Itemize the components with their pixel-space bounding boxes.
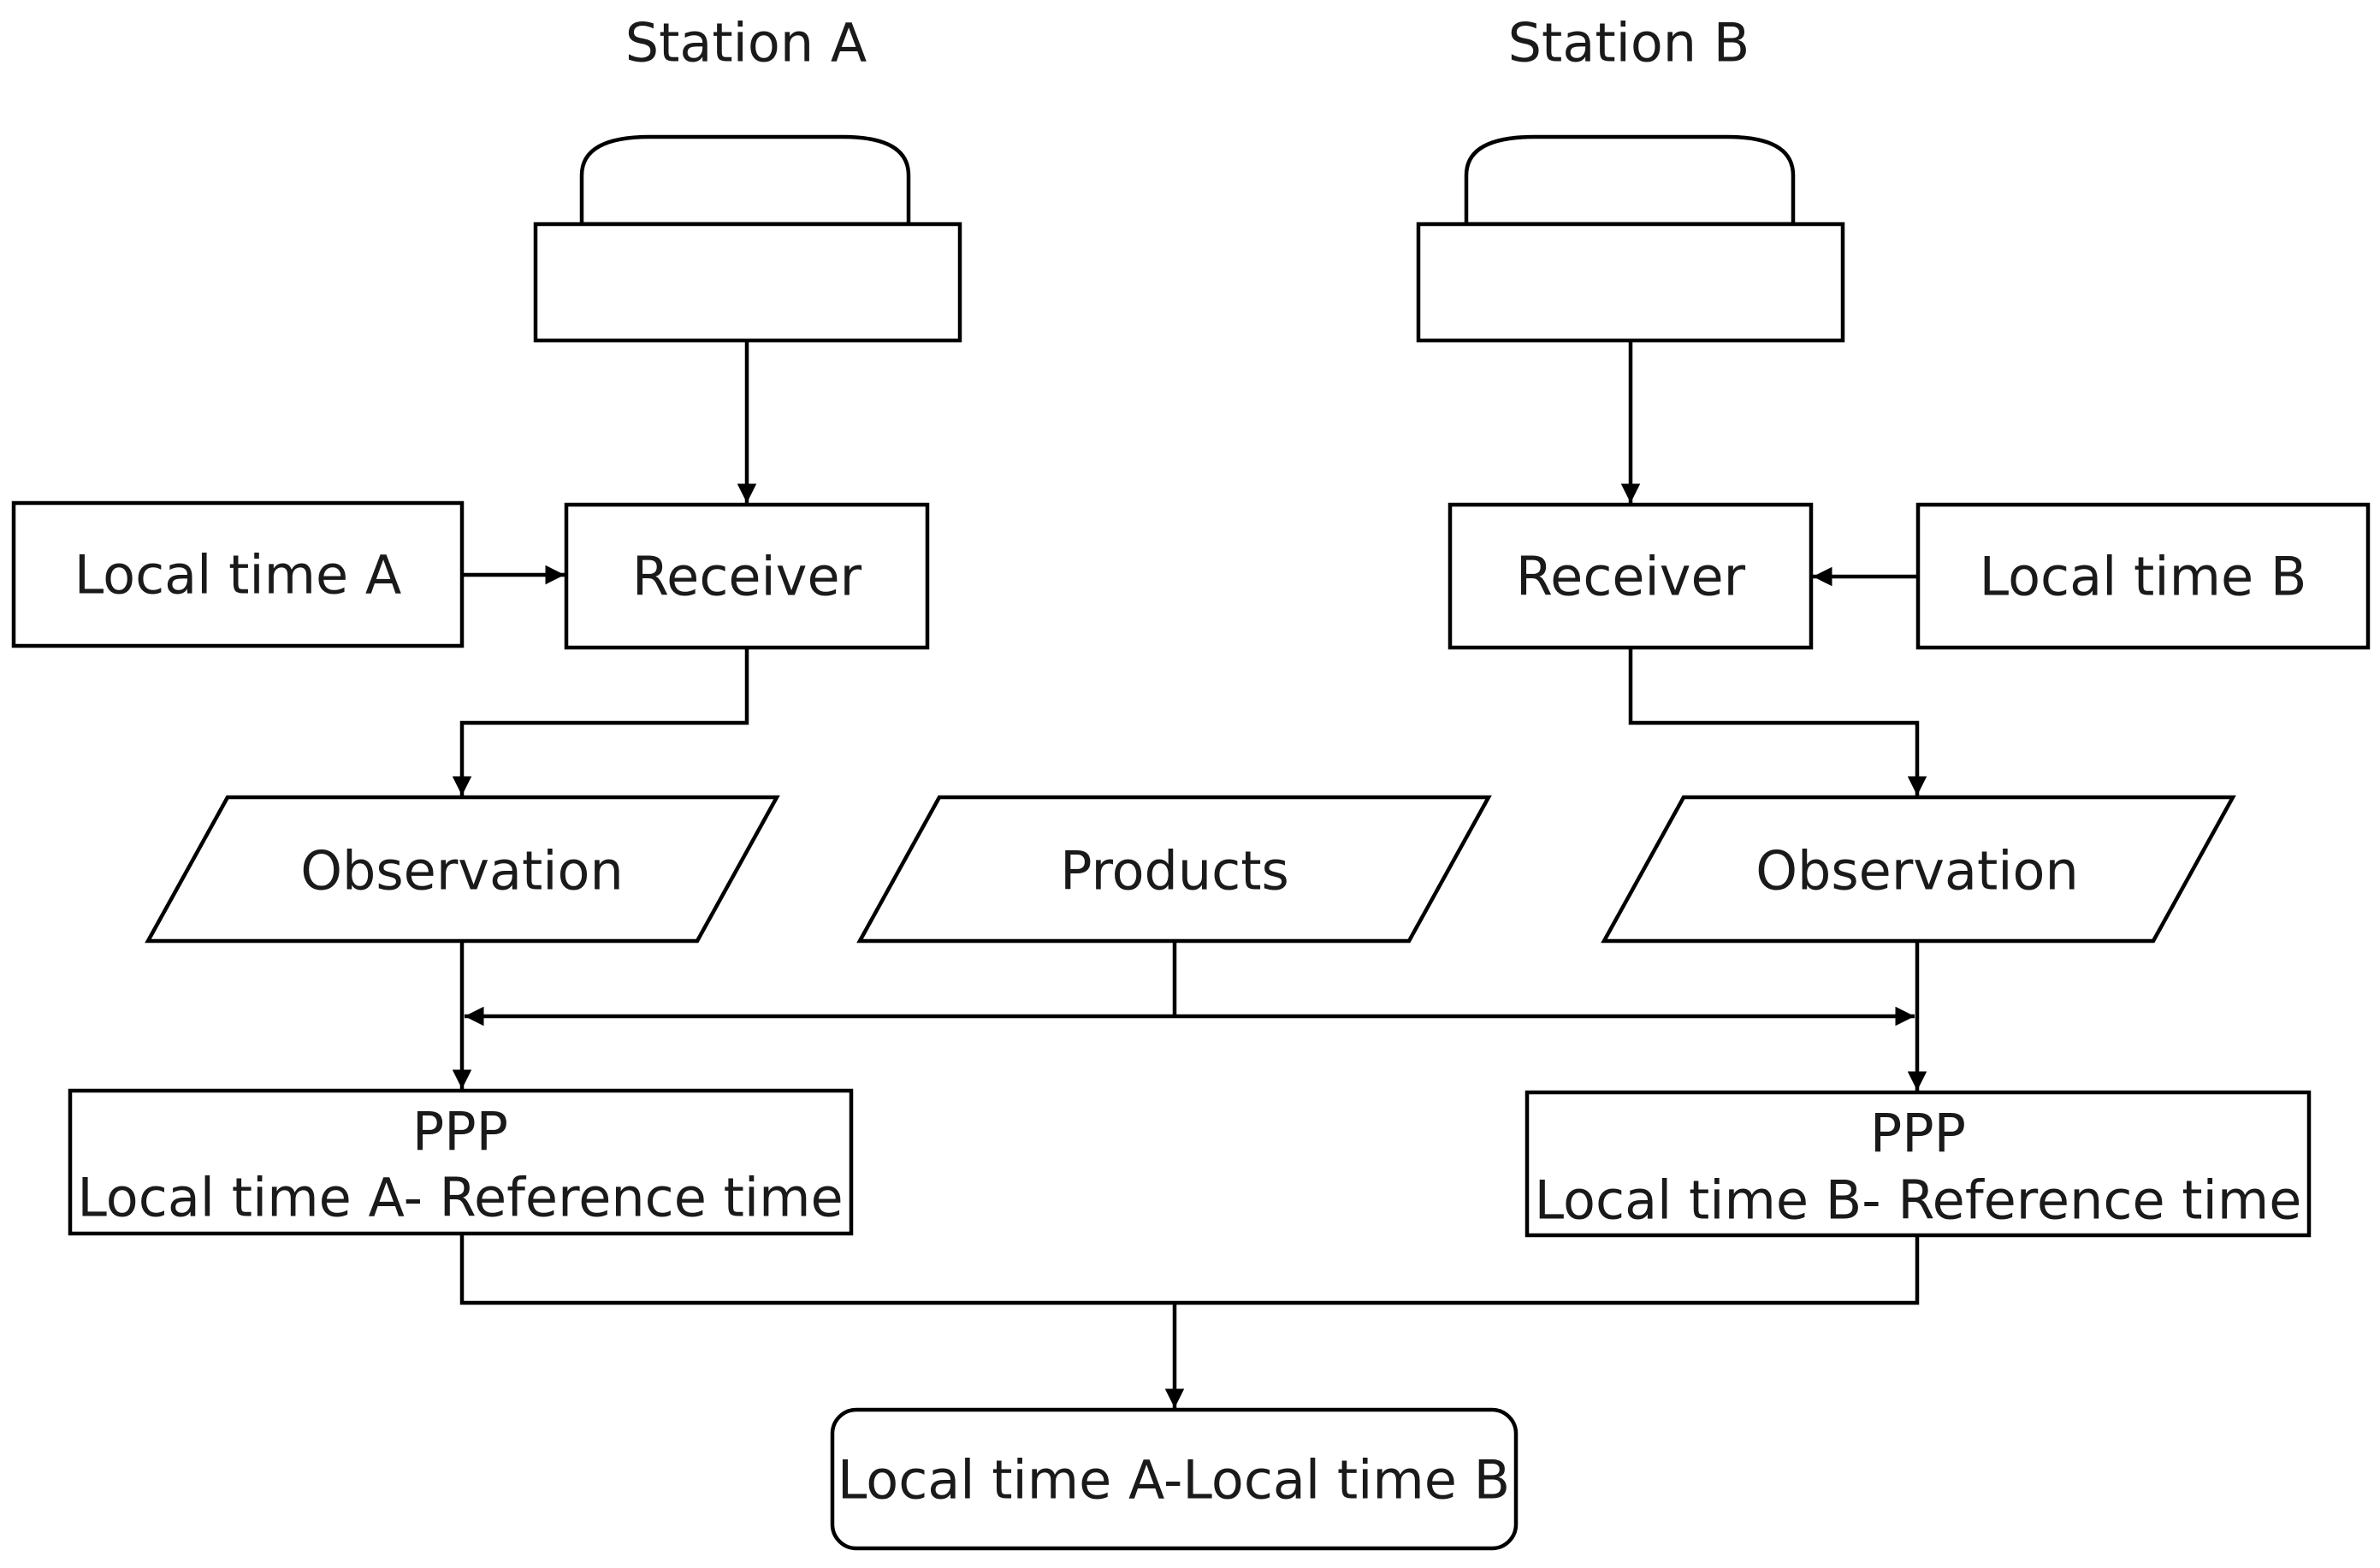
connectors (452, 340, 1927, 1408)
station-a-title: Station A (625, 12, 867, 74)
ppp-a-box: PPP Local time A- Reference time (68, 1088, 854, 1236)
result-label: Local time A-Local time B (838, 1449, 1510, 1512)
ppp-b-title: PPP (1870, 1103, 1966, 1165)
arrow-receiver-a-to-observation-a (452, 648, 749, 796)
ppp-a-formula: Local time A- Reference time (77, 1167, 843, 1229)
observation-b-label: Observation (1755, 840, 2079, 902)
receiver-b-box: Receiver (1448, 502, 1814, 650)
receiver-a-label: Receiver (632, 546, 862, 608)
receiver-a-box: Receiver (564, 502, 930, 650)
observation-b-box: Observation (1601, 795, 2236, 944)
receiver-b-label: Receiver (1516, 546, 1746, 608)
ppp-b-formula: Local time B- Reference time (1535, 1169, 2302, 1232)
products-box: Products (856, 795, 1492, 944)
local-time-b-box: Local time B (1915, 502, 2371, 650)
observation-a-box: Observation (145, 795, 780, 944)
local-time-a-box: Local time A (11, 500, 465, 648)
ppp-a-title: PPP (412, 1101, 508, 1163)
products-label: Products (1060, 840, 1289, 902)
observation-a-label: Observation (300, 840, 624, 902)
result-box: Local time A-Local time B (830, 1407, 1519, 1551)
antenna-b-icon (1416, 134, 1845, 343)
station-b-title: Station B (1508, 12, 1750, 74)
arrow-receiver-b-to-observation-b (1628, 648, 1927, 796)
local-time-a-label: Local time A (74, 544, 402, 606)
antenna-a-icon (533, 134, 962, 343)
ppp-a-to-bus (459, 1234, 1175, 1305)
ppp-b-box: PPP Local time B- Reference time (1525, 1090, 2312, 1238)
ppp-b-to-bus (1175, 1235, 1920, 1305)
local-time-b-label: Local time B (1980, 546, 2307, 608)
